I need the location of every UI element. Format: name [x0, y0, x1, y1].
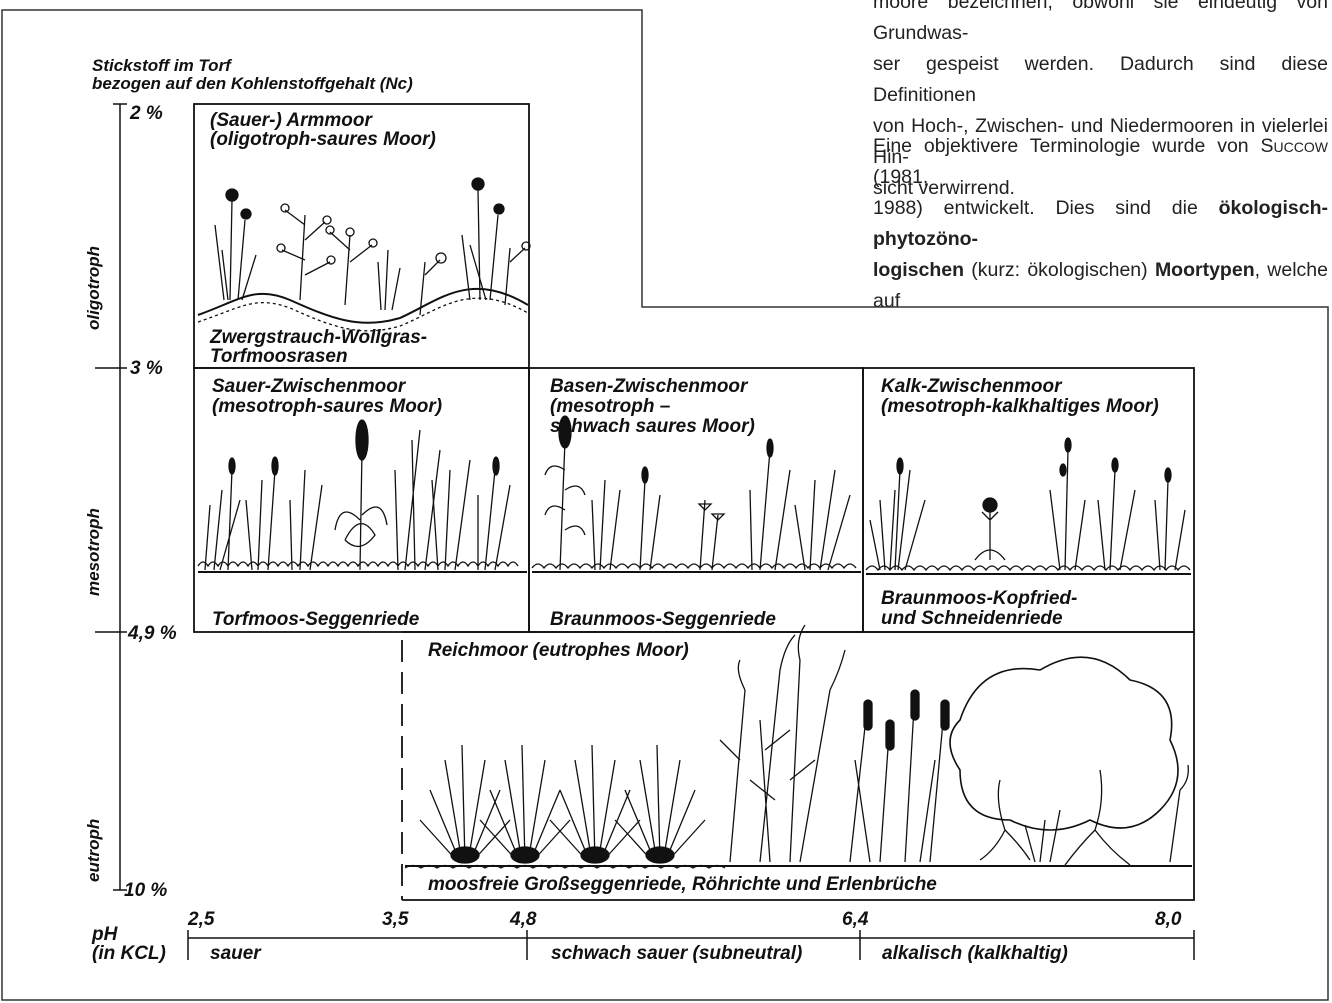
trophic-level-label: mesotroph	[84, 508, 104, 596]
armmoor-vegetation	[198, 178, 530, 331]
sauer-zwischenmoor-vegetation: Torfmoos-Seggenriede	[212, 609, 419, 630]
armmoor-vegetation-line2: Torfmoosrasen	[210, 346, 348, 367]
basen-zwischenmoor-vegetation	[532, 416, 861, 572]
sauer-zwischenmoor-title-line1: Sauer-Zwischenmoor	[212, 376, 405, 397]
armmoor-title-line1: (Sauer-) Armmoor	[210, 110, 372, 131]
ph-zone-label: schwach sauer (subneutral)	[551, 943, 802, 964]
armmoor-vegetation-line1: Zwergstrauch-Wollgras-	[210, 327, 427, 348]
kalk-zwischenmoor-vegetation-line1: Braunmoos-Kopfried-	[881, 588, 1077, 609]
ph-zone-label: alkalisch (kalkhaltig)	[882, 943, 1068, 964]
basen-zwischenmoor-vegetation: Braunmoos-Seggenriede	[550, 609, 776, 630]
basen-zwischenmoor-title-line2: (mesotroph –	[550, 396, 670, 417]
sauer-zwischenmoor-vegetation	[198, 420, 527, 572]
x-tick-label: 4,8	[510, 909, 536, 930]
basen-zwischenmoor-title-line1: Basen-Zwischenmoor	[550, 376, 747, 397]
y-axis-title-line2: bezogen auf den Kohlenstoffgehalt (Nc)	[92, 74, 413, 94]
sedge-tussock	[615, 745, 705, 863]
y-tick-label: 3 %	[130, 358, 163, 379]
x-tick-label: 6,4	[842, 909, 868, 930]
kalk-zwischenmoor-vegetation-line2: und Schneidenriede	[881, 608, 1063, 629]
reeds	[720, 625, 845, 862]
sedge-tussock	[550, 745, 640, 863]
alder-trees	[950, 657, 1188, 865]
y-tick-label: 4,9 %	[128, 623, 177, 644]
reichmoor-title: Reichmoor (eutrophes Moor)	[428, 640, 689, 661]
y-tick-label: 10 %	[124, 880, 167, 901]
x-axis-title-line1: pH	[92, 924, 117, 945]
y-tick-label: 2 %	[130, 103, 163, 124]
kalk-zwischenmoor-vegetation	[866, 438, 1191, 574]
reichmoor-vegetation	[405, 625, 1192, 868]
x-axis-title-line2: (in KCL)	[92, 943, 166, 964]
ph-zone-label: sauer	[210, 943, 261, 964]
reichmoor-vegetation: moosfreie Großseggenriede, Röhrichte und…	[428, 874, 937, 895]
basen-zwischenmoor-title-line3: schwach saures Moor)	[550, 416, 755, 437]
kalk-zwischenmoor-title-line2: (mesotroph-kalkhaltiges Moor)	[881, 396, 1159, 417]
y-axis-title-line1: Stickstoff im Torf	[92, 56, 231, 76]
cattails	[850, 690, 949, 862]
sauer-zwischenmoor-title-line2: (mesotroph-saures Moor)	[212, 396, 442, 417]
x-tick-label: 8,0	[1155, 909, 1181, 930]
armmoor-title-line2: (oligotroph-saures Moor)	[210, 129, 436, 150]
kalk-zwischenmoor-title-line1: Kalk-Zwischenmoor	[881, 376, 1062, 397]
trophic-level-label: eutroph	[84, 819, 104, 882]
x-tick-label: 3,5	[382, 909, 408, 930]
trophic-level-label: oligotroph	[84, 246, 104, 330]
x-tick-label: 2,5	[188, 909, 214, 930]
